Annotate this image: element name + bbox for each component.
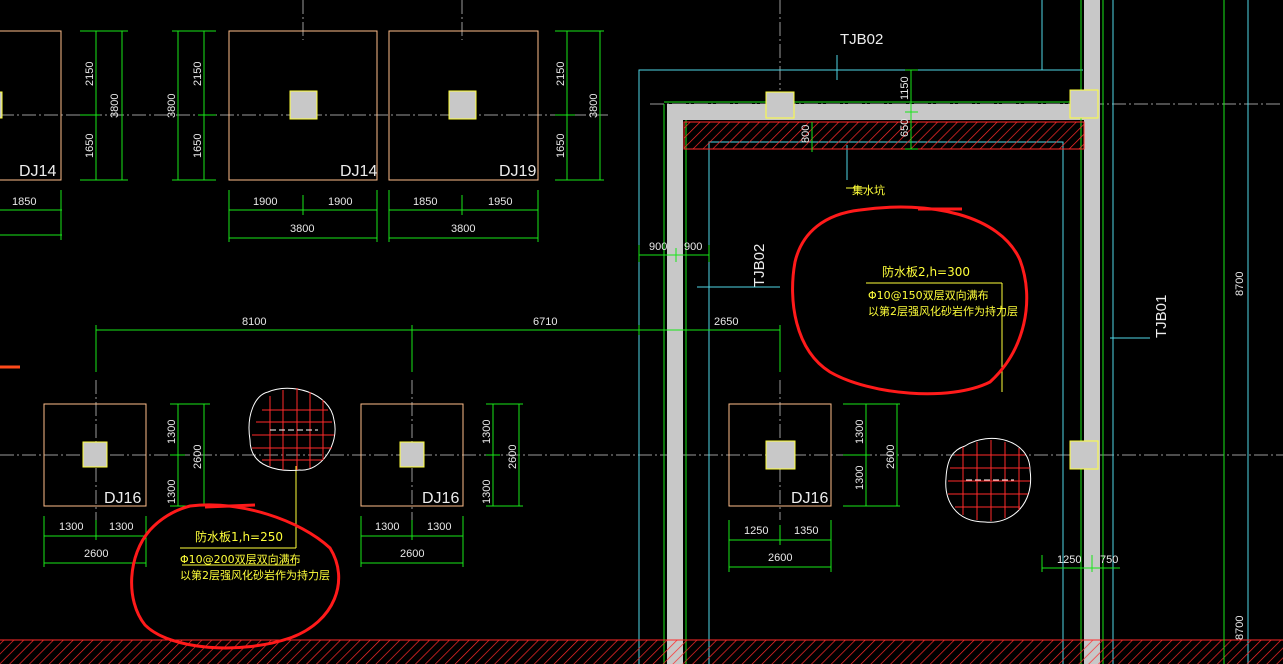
svg-text:1300: 1300 bbox=[109, 521, 133, 533]
svg-text:1150: 1150 bbox=[899, 76, 911, 100]
svg-text:2600: 2600 bbox=[768, 552, 792, 564]
footing-dj16c[interactable]: DJ16 bbox=[728, 403, 832, 507]
note-leaders bbox=[180, 187, 1003, 566]
svg-text:2600: 2600 bbox=[400, 548, 424, 560]
svg-text:1900: 1900 bbox=[253, 196, 277, 208]
svg-text:1300: 1300 bbox=[375, 521, 399, 533]
svg-text:6710: 6710 bbox=[533, 316, 557, 328]
beam-label-tjb01: TJB01 bbox=[1153, 295, 1170, 338]
svg-text:3800: 3800 bbox=[166, 94, 178, 118]
footing-dj14a[interactable]: DJ14 bbox=[0, 30, 62, 181]
wall-columns bbox=[765, 89, 1099, 470]
svg-text:2600: 2600 bbox=[84, 548, 108, 560]
svg-text:1650: 1650 bbox=[192, 134, 204, 158]
hatch-band-bottom bbox=[0, 640, 1283, 664]
footing-label-dj16c: DJ16 bbox=[791, 490, 828, 507]
footing-label-dj16a: DJ16 bbox=[104, 490, 141, 507]
footing-dj19[interactable]: DJ19 bbox=[388, 30, 539, 181]
svg-text:2600: 2600 bbox=[885, 445, 897, 469]
svg-text:2650: 2650 bbox=[714, 316, 738, 328]
svg-text:3800: 3800 bbox=[290, 223, 314, 235]
svg-text:1650: 1650 bbox=[555, 134, 567, 158]
svg-text:1850: 1850 bbox=[12, 196, 36, 208]
svg-text:1300: 1300 bbox=[166, 420, 178, 444]
footing-label-dj16b: DJ16 bbox=[422, 490, 459, 507]
svg-text:1300: 1300 bbox=[854, 466, 866, 490]
svg-text:2600: 2600 bbox=[192, 445, 204, 469]
beam-label-tjb02-top: TJB02 bbox=[840, 31, 883, 48]
svg-text:900: 900 bbox=[649, 241, 667, 253]
rebar-patch-right bbox=[945, 438, 1032, 523]
svg-text:1300: 1300 bbox=[481, 420, 493, 444]
footing-dj16a[interactable]: DJ16 bbox=[43, 403, 147, 507]
footing-label-dj19: DJ19 bbox=[499, 163, 536, 180]
svg-text:8700: 8700 bbox=[1234, 616, 1246, 640]
svg-text:2150: 2150 bbox=[555, 62, 567, 86]
svg-text:8700: 8700 bbox=[1234, 272, 1246, 296]
svg-text:1250: 1250 bbox=[1057, 554, 1081, 566]
svg-text:1300: 1300 bbox=[166, 480, 178, 504]
svg-text:1300: 1300 bbox=[427, 521, 451, 533]
note-plate1-line1: Φ10@200双层双向满布 bbox=[180, 552, 301, 566]
dim-text-top: 2150 1650 3800 1850 3800 2150 1650 1900 … bbox=[12, 62, 600, 235]
note-plate1-line2: 以第2层强风化砂岩作为持力层 bbox=[180, 568, 330, 582]
markup-circle-plate2 bbox=[791, 205, 1029, 396]
svg-text:1350: 1350 bbox=[794, 525, 818, 537]
svg-text:650: 650 bbox=[899, 119, 911, 137]
note-plate1-title: 防水板1,h=250 bbox=[195, 529, 283, 544]
beam-label-tjb02-side: TJB02 bbox=[751, 244, 768, 287]
svg-text:8100: 8100 bbox=[242, 316, 266, 328]
hatch-band-top bbox=[683, 121, 1085, 150]
svg-text:1250: 1250 bbox=[744, 525, 768, 537]
rebar-patch-left bbox=[248, 387, 336, 471]
svg-text:2600: 2600 bbox=[507, 445, 519, 469]
svg-text:1300: 1300 bbox=[59, 521, 83, 533]
svg-text:1650: 1650 bbox=[84, 134, 96, 158]
svg-text:3800: 3800 bbox=[109, 94, 121, 118]
retaining-wall bbox=[663, 0, 1104, 664]
svg-text:2150: 2150 bbox=[84, 62, 96, 86]
footing-dj16b[interactable]: DJ16 bbox=[360, 403, 464, 507]
svg-text:1900: 1900 bbox=[328, 196, 352, 208]
note-plate2-title: 防水板2,h=300 bbox=[882, 264, 970, 279]
svg-text:1300: 1300 bbox=[854, 420, 866, 444]
dim-text-bottom: 1300 1300 2600 1300 1300 2600 1300 1300 … bbox=[59, 420, 897, 564]
svg-text:900: 900 bbox=[684, 241, 702, 253]
svg-text:750: 750 bbox=[1100, 554, 1118, 566]
notes: 集水坑 防水板2,h=300 Φ10@150双层双向满布 以第2层强风化砂岩作为… bbox=[180, 183, 1018, 582]
note-plate2-line2: 以第2层强风化砂岩作为持力层 bbox=[868, 304, 1018, 318]
svg-text:3800: 3800 bbox=[451, 223, 475, 235]
footing-label-dj14a: DJ14 bbox=[19, 163, 56, 180]
dimension-lines bbox=[0, 0, 1225, 664]
svg-text:800: 800 bbox=[800, 125, 812, 143]
dim-text-spans: 8100 6710 2650 8700 8700 1150 650 800 90… bbox=[242, 76, 1246, 640]
footing-dj14b[interactable]: DJ14 bbox=[228, 30, 378, 181]
svg-text:1950: 1950 bbox=[488, 196, 512, 208]
svg-text:3800: 3800 bbox=[588, 94, 600, 118]
note-sump: 集水坑 bbox=[852, 183, 885, 197]
svg-text:1300: 1300 bbox=[481, 480, 493, 504]
note-plate2-line1: Φ10@150双层双向满布 bbox=[868, 288, 989, 302]
markup-circle-plate1 bbox=[130, 503, 341, 650]
svg-text:1850: 1850 bbox=[413, 196, 437, 208]
svg-text:2150: 2150 bbox=[192, 62, 204, 86]
footing-label-dj14b: DJ14 bbox=[340, 163, 377, 180]
